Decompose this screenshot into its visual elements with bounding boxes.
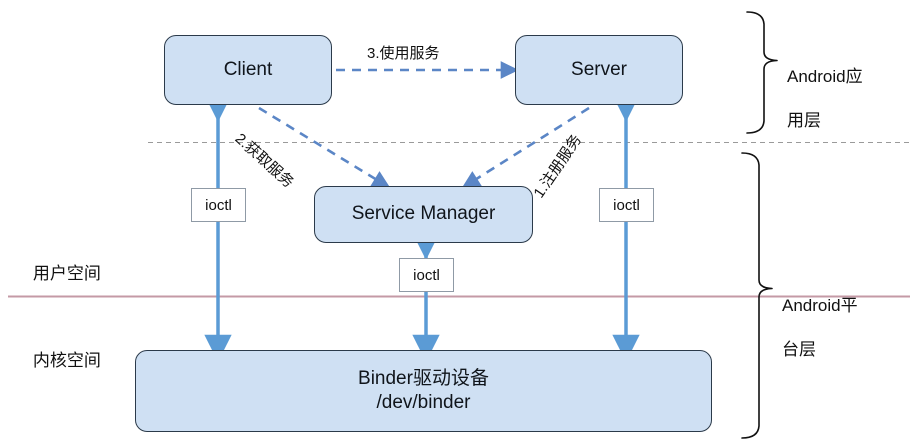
node-service-manager-label: Service Manager [351,203,496,225]
ioctl-right-label: ioctl [613,196,640,214]
node-server-label: Server [571,58,627,80]
node-binder-driver[interactable]: Binder驱动设备 /dev/binder [135,350,712,432]
bracket-platform-layer [741,152,773,439]
ioctl-box-left[interactable]: ioctl [191,188,246,222]
label-user-space-text: 用户空间 [32,263,101,283]
edge-label-use-service-text: 3.使用服务 [367,45,440,62]
label-kernel-space-text: 内核空间 [32,350,101,370]
bracket-label-app-layer: Android应 用层 [787,44,863,154]
node-binder-driver-path: /dev/binder [376,392,471,413]
ioctl-middle-label: ioctl [413,266,440,284]
bracket-label-app-layer-line1: Android应 [787,67,863,87]
bracket-label-platform-layer-line2: 台层 [782,340,816,360]
label-kernel-space: 内核空间 [14,327,101,396]
bracket-label-platform-layer-line1: Android平 [782,296,858,316]
node-binder-driver-label: Binder驱动设备 [358,367,489,389]
node-server[interactable]: Server [515,35,683,105]
ioctl-left-label: ioctl [205,196,232,214]
ioctl-box-right[interactable]: ioctl [599,188,654,222]
bracket-app-layer [746,11,778,134]
bracket-label-app-layer-line2: 用层 [787,111,821,131]
node-client[interactable]: Client [164,35,332,105]
arrow-register-service [461,106,590,189]
label-user-space: 用户空间 [14,240,101,309]
ioctl-box-middle[interactable]: ioctl [399,258,454,292]
edge-label-use-service: 3.使用服务 [367,42,440,63]
arrow-get-service [258,106,391,189]
node-service-manager[interactable]: Service Manager [314,186,533,243]
bracket-label-platform-layer: Android平 台层 [782,273,858,383]
node-client-label: Client [223,58,273,80]
